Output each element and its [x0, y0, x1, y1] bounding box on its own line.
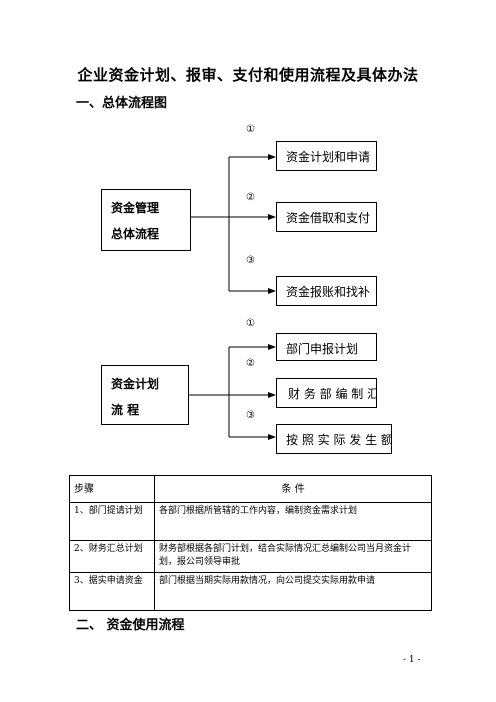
flow1-step-box-3: 资金报账和找补 — [276, 276, 377, 306]
flow2-main-line2: 流 程 — [111, 403, 140, 417]
flow1-arrow-2 — [268, 214, 276, 220]
table-row: 1、部门提请计划 各部门根据所管辖的工作内容，编制资金需求计划 — [69, 502, 432, 541]
flow2-step-label-1: 部门申报计划 — [286, 342, 359, 356]
table-cell-step: 2、财务汇总计划 — [69, 540, 155, 573]
table-header-condition: 条 件 — [154, 475, 432, 503]
table-cell-condition: 财务部根据各部门计划，结合实际情况汇总编制公司当月资金计划，报公司领导审批 — [154, 540, 432, 573]
page-number: - 1 - — [403, 655, 421, 665]
document-title: 企业资金计划、报审、支付和使用流程及具体办法 — [77, 66, 419, 84]
section-heading-overall-flow: 一、总体流程图 — [76, 96, 168, 111]
flow1-step-num-2: ② — [246, 192, 255, 203]
flow1-step-box-1: 资金计划和申请 — [276, 141, 377, 171]
flow1-step-box-2: 资金借取和支付 — [276, 202, 377, 232]
flow2-step-label-3: 按 照 实 际 发 生 额 据 — [286, 433, 392, 447]
flow1-arrow-1 — [268, 154, 276, 160]
flow2-arrow-1 — [268, 344, 276, 350]
flow2-step-box-3: 按 照 实 际 发 生 额 据 — [276, 424, 392, 454]
section-heading-fund-usage: 二、 资金使用流程 — [76, 618, 185, 633]
flow2-arrow-2 — [268, 392, 276, 398]
steps-table: 步骤 条 件 1、部门提请计划 各部门根据所管辖的工作内容，编制资金需求计划 2… — [69, 475, 432, 611]
flow1-main-line1: 资金管理 — [111, 201, 160, 215]
flow2-main-box: 资金计划 流 程 — [101, 365, 189, 425]
flow1-step-num-3: ③ — [246, 255, 255, 266]
table-row: 3、据实申请资金 部门根据当期实际用款情况，向公司提交实际用款申请 — [69, 572, 432, 611]
flow1-step-label-2: 资金借取和支付 — [286, 211, 371, 225]
flow2-step-box-2: 财 务 部 编 制 汇 — [276, 378, 377, 408]
flow2-main-line1: 资金计划 — [111, 377, 160, 391]
table-cell-step: 3、据实申请资金 — [69, 572, 155, 611]
flow1-arrow-3 — [268, 288, 276, 294]
flow2-arrow-3 — [268, 434, 276, 440]
table-cell-condition: 各部门根据所管辖的工作内容，编制资金需求计划 — [154, 502, 432, 541]
flow2-step-num-2: ② — [246, 358, 255, 369]
table-header-step: 步骤 — [69, 475, 155, 503]
flow2-step-label-2: 财 务 部 编 制 汇 — [288, 387, 377, 401]
flow1-step-num-1: ① — [246, 124, 255, 135]
table-cell-step: 1、部门提请计划 — [69, 502, 155, 541]
flow2-step-num-1: ① — [246, 318, 255, 329]
flow2-step-box-1: 部门申报计划 — [276, 333, 377, 361]
table-header-row: 步骤 条 件 — [69, 475, 432, 503]
table-row: 2、财务汇总计划 财务部根据各部门计划，结合实际情况汇总编制公司当月资金计划，报… — [69, 540, 432, 573]
flow1-main-line2: 总体流程 — [111, 227, 160, 241]
flow1-step-label-1: 资金计划和申请 — [286, 150, 371, 164]
flow1-main-box: 资金管理 总体流程 — [101, 189, 191, 251]
flow1-step-label-3: 资金报账和找补 — [286, 285, 371, 299]
flow2-step-num-3: ③ — [246, 410, 255, 421]
table-cell-condition: 部门根据当期实际用款情况，向公司提交实际用款申请 — [154, 572, 432, 611]
